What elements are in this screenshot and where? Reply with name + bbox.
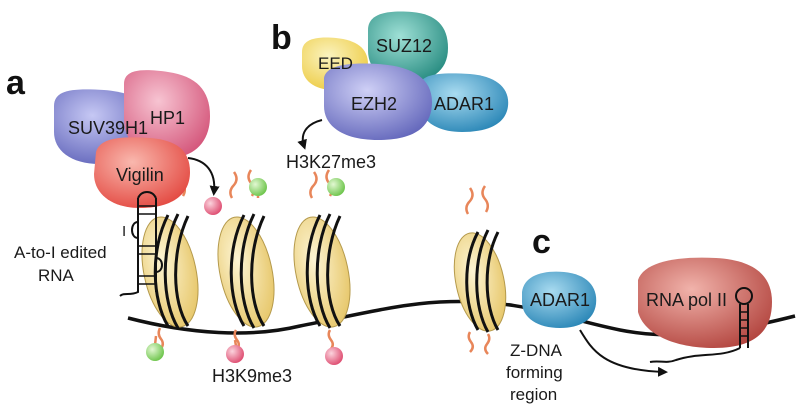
pink-mark xyxy=(325,347,343,365)
histone-core xyxy=(293,216,351,328)
vigilin-arrow xyxy=(187,157,220,196)
histone-core xyxy=(453,232,507,332)
suv39h1-label: SUV39H1 xyxy=(68,118,148,138)
ezh2-label: EZH2 xyxy=(351,94,397,114)
edited-rna-label-line2: RNA xyxy=(38,266,75,285)
vigilin-protein xyxy=(94,137,190,208)
dna-wrap xyxy=(229,214,246,327)
dna-wrap xyxy=(465,231,480,331)
histone-tail xyxy=(233,339,238,347)
histone-tail xyxy=(327,329,334,351)
dna-wrap xyxy=(250,215,266,327)
green-mark xyxy=(249,178,267,196)
nucleosome-3 xyxy=(293,169,351,365)
zdna-label-line1: Z-DNA xyxy=(510,341,563,360)
histone-tail xyxy=(229,171,238,199)
histone-tail xyxy=(465,187,474,215)
nucleosome-4 xyxy=(453,185,507,355)
pink-mark xyxy=(226,345,244,363)
hp1-protein xyxy=(124,70,210,158)
histone-tail xyxy=(467,331,474,353)
h3k27me3-label: H3K27me3 xyxy=(286,152,376,172)
rna-pol-ii-protein xyxy=(638,257,772,348)
histone-tail xyxy=(484,333,491,355)
eed-label: EED xyxy=(318,54,353,73)
dna-wrap xyxy=(163,213,180,329)
green-mark xyxy=(146,343,164,361)
dna-wrap xyxy=(315,213,332,329)
adar1-label-b: ADAR1 xyxy=(434,94,494,114)
suz12-label: SUZ12 xyxy=(376,36,432,56)
dna-wrap xyxy=(326,215,342,327)
inosine-label-1: I xyxy=(122,223,126,240)
histone-tail xyxy=(309,171,318,199)
hp1-label: HP1 xyxy=(150,108,185,128)
adar1-label-c: ADAR1 xyxy=(530,290,590,310)
h3k9me3-label: H3K9me3 xyxy=(212,366,292,386)
panel-label-a: a xyxy=(6,64,26,102)
transcription-arrow xyxy=(579,329,668,377)
ezh2-arrow xyxy=(297,119,323,150)
dna-wrap xyxy=(174,215,190,327)
dna-wrap xyxy=(239,213,256,329)
rna-pol-ii-label: RNA pol II xyxy=(646,290,727,310)
adar1-protein-c xyxy=(522,271,597,328)
panel-label-b: b xyxy=(271,19,292,57)
histone-tail xyxy=(481,185,489,213)
edited-rna-label-line1: A-to-I edited xyxy=(14,243,107,262)
pink-mark xyxy=(204,197,222,215)
inosine-label-2: I xyxy=(163,259,167,276)
nascent-rna-hairpin xyxy=(649,287,753,363)
green-mark xyxy=(327,178,345,196)
adar1-protein-b xyxy=(420,73,509,132)
ezh2-protein xyxy=(324,63,432,140)
zdna-label-line3: region xyxy=(510,385,557,404)
panel-label-c: c xyxy=(532,223,551,261)
histone-core xyxy=(217,216,275,328)
dna-wrap xyxy=(305,214,322,327)
dna-wrap xyxy=(485,231,500,331)
suz12-protein xyxy=(368,11,448,82)
vigilin-label: Vigilin xyxy=(116,165,164,185)
dna-wrap xyxy=(475,229,490,333)
zdna-label-line2: forming xyxy=(506,363,563,382)
edited-rna-hairpin xyxy=(119,191,163,297)
